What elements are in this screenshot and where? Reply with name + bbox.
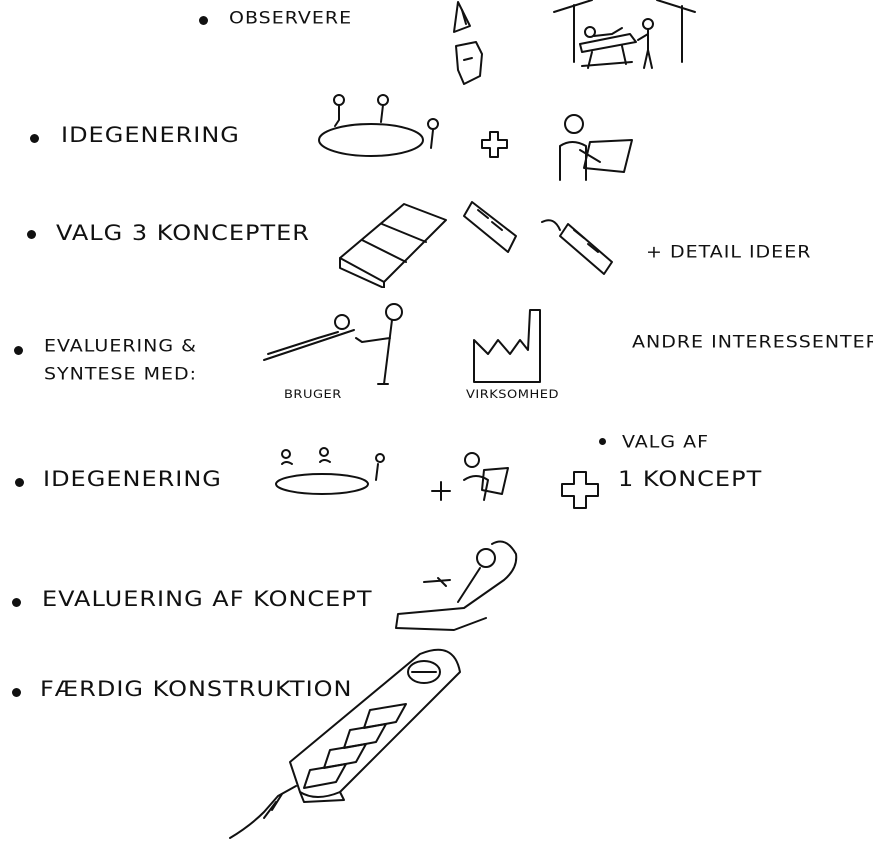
step-bullet: [15, 478, 24, 487]
bruger-caption: BRUGER: [284, 388, 342, 402]
step-bullet: [12, 688, 21, 697]
step-label-idegenering-2: IDEGENERING: [43, 466, 222, 492]
plus-icon: [481, 131, 508, 158]
step-bullet: [30, 134, 39, 143]
step-label-evaluering-line1: EVALUERING &: [44, 336, 197, 356]
user-in-bed-icon: [395, 540, 518, 631]
hospital-bed-scene-icon: [553, 0, 696, 69]
detail-ideer-label: + DETAIL IDEER: [646, 242, 812, 262]
virksomhed-caption: VIRKSOMHED: [466, 388, 559, 402]
step-bullet: [12, 598, 21, 607]
mattress-concept-icon: [339, 203, 447, 288]
meeting-table-icon: [275, 447, 385, 495]
factory-icon: [473, 309, 541, 383]
step-label-evaluering-line2: SYNTESE MED:: [44, 364, 198, 384]
step-bullet: [14, 346, 23, 355]
meeting-table-icon: [318, 94, 439, 157]
remote-control-final-icon: [229, 648, 461, 839]
step-bullet: [199, 16, 208, 25]
andre-interessenter-label: ANDRE INTERESSENTER: [632, 332, 873, 352]
person-with-paper-icon: [559, 114, 633, 181]
valg-af-label: VALG AF: [622, 432, 710, 452]
remote-concept-icon: [463, 201, 517, 253]
step-label-faerdig-konstruktion: FÆRDIG KONSTRUKTION: [40, 676, 353, 702]
step-label-valg-3: VALG 3 KONCEPTER: [56, 220, 310, 246]
step-bullet: [27, 230, 36, 239]
step-bullet: [599, 438, 606, 445]
1-koncept-label: 1 KONCEPT: [618, 466, 763, 492]
plus-icon: [561, 471, 599, 509]
person-with-paper-icon: [463, 452, 509, 501]
step-label-evaluering-af-koncept: EVALUERING AF KONCEPT: [42, 586, 373, 612]
step-label-observere: OBSERVERE: [229, 8, 353, 28]
plus-small-icon: [431, 481, 451, 501]
step-label-idegenering: IDEGENERING: [61, 122, 240, 148]
observation-icon: [453, 1, 483, 85]
remote-concept-icon: [541, 219, 613, 275]
user-in-bed-icon: [263, 303, 403, 385]
